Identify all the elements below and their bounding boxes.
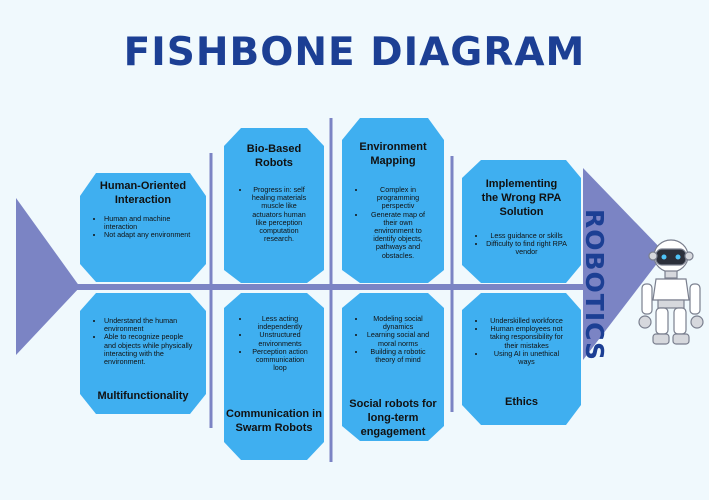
cause-item: Perception action communication loop (250, 347, 310, 373)
cause-items: Less guidance or skills Difficulty to fi… (474, 231, 567, 257)
cause-box-bottom-4: Underskilled workforce Human employees n… (462, 293, 581, 425)
cause-item: Less acting independently (250, 314, 310, 331)
cause-item: Progress in: self healing materials musc… (250, 185, 308, 243)
cause-heading: Multifunctionality (97, 390, 189, 402)
cause-box-top-4: Implementing the Wrong RPA Solution Less… (462, 160, 581, 283)
box-shape-bottom-3 (342, 293, 444, 441)
cause-item: Learning social and moral norms (366, 331, 430, 348)
cause-items: Progress in: self healing materials musc… (238, 185, 308, 243)
box-shape-bottom-4 (462, 293, 581, 425)
cause-items: Underskilled workforce Human employees n… (474, 316, 567, 366)
cause-box-bottom-2: Less acting independently Unstructured e… (224, 293, 324, 460)
cause-items: Modeling social dynamics Learning social… (354, 314, 430, 364)
cause-item: Less guidance or skills (486, 231, 567, 240)
effect-label: ROBOTICS (580, 209, 609, 361)
cause-item: Modeling social dynamics (366, 314, 430, 331)
box-shape-top-2 (224, 128, 324, 283)
cause-heading: Human-Oriented Interaction (99, 180, 187, 206)
cause-items: Less acting independently Unstructured e… (238, 314, 310, 373)
cause-box-bottom-3: Modeling social dynamics Learning social… (342, 293, 444, 441)
cause-item: Generate map of their own environment to… (366, 210, 430, 260)
fish-head (583, 168, 665, 360)
diagram-title: FISHBONE DIAGRAM (123, 30, 586, 75)
cause-heading: Communication in Swarm Robots (226, 408, 322, 434)
cause-item: Using AI in unethical ways (486, 349, 567, 366)
cause-heading: Environment Mapping (359, 141, 427, 167)
cause-item: Understand the human environment (104, 316, 194, 333)
cause-item: Complex in programming perspectiv (366, 185, 430, 211)
cause-items: Complex in programming perspectiv Genera… (354, 185, 430, 260)
cause-heading: Social robots for long-term engagement (349, 398, 437, 438)
cause-item: Building a robotic theory of mind (366, 347, 430, 364)
cause-box-top-3: Environment Mapping Complex in programmi… (342, 118, 444, 283)
cause-item: Not adapt any environment (104, 231, 194, 239)
cause-items: Human and machine interaction Not adapt … (92, 214, 194, 240)
cause-item: Difficulty to find right RPA vendor (486, 239, 567, 256)
fish-tail (16, 198, 80, 355)
cause-heading: Bio-Based Robots (246, 143, 302, 169)
cause-items: Understand the human environment Able to… (92, 316, 194, 366)
cause-heading: Ethics (504, 396, 538, 408)
box-shape-top-1 (80, 173, 206, 282)
robot-illustration (638, 239, 704, 345)
box-shape-bottom-2 (224, 293, 324, 460)
cause-heading: Implementing the Wrong RPA Solution (481, 178, 562, 218)
box-shape-top-4 (462, 160, 581, 283)
cause-item: Human employees not taking responsibilit… (486, 325, 567, 350)
cause-item: Able to recognize people and objects whi… (104, 333, 194, 366)
cause-box-top-2: Bio-Based Robots Progress in: self heali… (224, 128, 324, 283)
cause-box-bottom-1: Understand the human environment Able to… (80, 293, 206, 414)
box-shape-bottom-1 (80, 293, 206, 414)
cause-item: Unstructured environments (250, 331, 310, 348)
cause-box-top-1: Human-Oriented Interaction Human and mac… (80, 173, 206, 282)
box-shape-top-3 (342, 118, 444, 283)
cause-item: Underskilled workforce (486, 316, 567, 325)
cause-item: Human and machine interaction (104, 214, 194, 231)
